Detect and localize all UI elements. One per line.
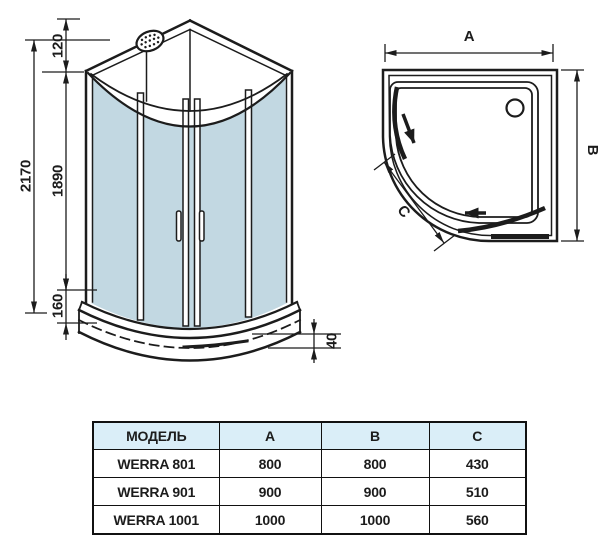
value-cell-b: 800 [320, 449, 430, 478]
tray-hidden-edge [77, 318, 302, 349]
dim-label-top-section: 120 [49, 34, 66, 58]
shower-head-icon [135, 29, 165, 53]
table-row: WERRA 801 800 800 430 [92, 449, 527, 478]
front-view-dimensions: 2170 120 1890 160 40 [17, 18, 341, 363]
value-cell-a: 800 [218, 449, 322, 478]
left-door-handle [175, 210, 182, 242]
top-view-drawing: A B C [373, 28, 601, 252]
table-row: WERRA 901 900 900 510 [92, 477, 527, 506]
door-bottom-rail [182, 339, 249, 349]
header-cell-a: A [218, 421, 322, 450]
glass-panels [89, 75, 289, 328]
value-cell-c: 560 [428, 505, 527, 535]
value-cell-a: 900 [218, 477, 322, 506]
dim-label-tray-height: 160 [49, 294, 66, 318]
value-cell-c: 430 [428, 449, 527, 478]
models-table-header-row: МОДЕЛЬ A B C [92, 421, 527, 450]
fixed-panel-mullion-right [244, 89, 253, 318]
value-cell-b: 900 [320, 477, 430, 506]
sliding-doors [392, 86, 549, 239]
value-cell-b: 1000 [320, 505, 430, 535]
canopy [84, 18, 294, 128]
dim-label-b: B [584, 145, 601, 156]
sliding-door-right [457, 205, 546, 234]
shower-tray [77, 300, 302, 362]
dim-label-a: A [464, 28, 475, 45]
models-table: МОДЕЛЬ A B C WERRA 801 800 800 430 WERRA… [92, 421, 527, 535]
model-name-cell: WERRA 801 [92, 449, 220, 478]
header-cell-model: МОДЕЛЬ [92, 421, 220, 450]
header-cell-c: C [428, 421, 527, 450]
sliding-door-left [392, 86, 408, 160]
table-row: WERRA 1001 1000 1000 560 [92, 505, 527, 535]
dim-label-glass-height: 1890 [49, 165, 66, 197]
drain-icon [505, 98, 525, 118]
door-stile-left [182, 98, 190, 327]
model-name-cell: WERRA 901 [92, 477, 220, 506]
value-cell-a: 1000 [218, 505, 322, 535]
value-cell-c: 510 [428, 477, 527, 506]
dim-label-tray-rim: 40 [323, 333, 340, 349]
right-door-handle [198, 210, 205, 242]
frame-posts [84, 69, 294, 305]
front-view-drawing: 2170 120 1890 160 40 [17, 18, 341, 363]
header-cell-b: B [320, 421, 430, 450]
model-name-cell: WERRA 1001 [92, 505, 220, 535]
door-slide-arrow-left [401, 113, 416, 144]
dim-label-total-height: 2170 [17, 160, 34, 192]
fixed-panel-mullion-left [136, 92, 145, 321]
